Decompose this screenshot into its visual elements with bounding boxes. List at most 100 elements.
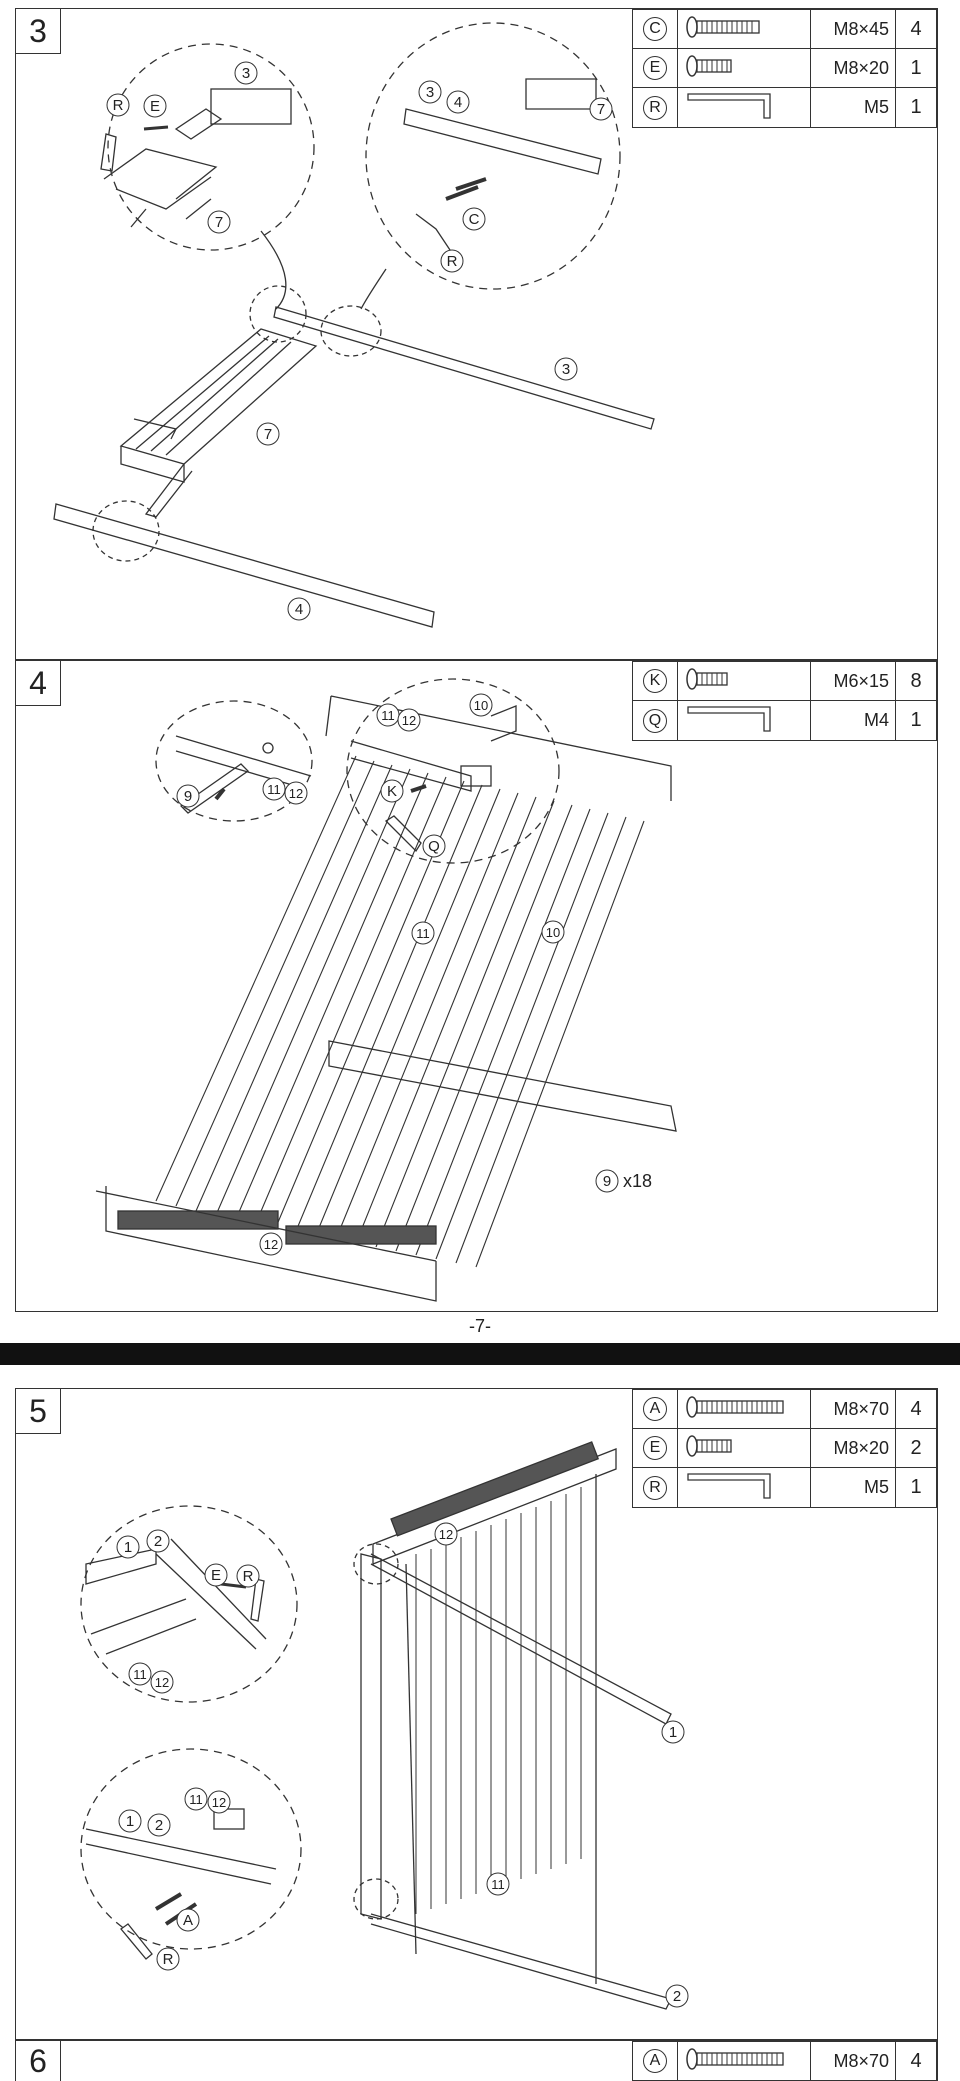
callout-2: 2 — [146, 1529, 170, 1553]
part-size: M8×70 — [810, 2041, 896, 2081]
callout-11: 11 — [262, 777, 286, 801]
part-size: M8×45 — [810, 9, 896, 49]
callout-C: C — [462, 207, 486, 231]
callout-11: 11 — [411, 921, 435, 945]
svg-text:3: 3 — [426, 84, 434, 101]
callout-12: 12 — [207, 1790, 231, 1814]
svg-text:2: 2 — [155, 1817, 163, 1834]
parts-row: A M8×70 4 — [632, 1389, 937, 1429]
short-bolt-icon — [686, 667, 728, 690]
callout-10: 10 — [469, 693, 493, 717]
part-quantity: 8 — [895, 661, 937, 701]
callout-R: R — [156, 1947, 180, 1971]
slat-count-label: x18 — [623, 1171, 652, 1191]
callout-3: 3 — [418, 80, 442, 104]
step-3-diagram: 3 R E 7 3 4 7 C R 3 7 4 — [53, 22, 655, 628]
part-letter: R — [643, 1475, 667, 1500]
part-letter: R — [643, 95, 667, 120]
callout-1: 1 — [118, 1809, 142, 1833]
parts-row: A M8×70 4 — [632, 2041, 937, 2081]
svg-text:12: 12 — [155, 1675, 169, 1690]
callout-4: 4 — [287, 597, 311, 621]
long-bolt-icon — [686, 2047, 784, 2070]
svg-text:12: 12 — [439, 1527, 453, 1542]
callout-11: 11 — [486, 1872, 510, 1896]
parts-table: C M8×45 4 E M8×20 1 R M5 1 — [632, 9, 937, 128]
part-quantity: 1 — [895, 87, 937, 128]
svg-text:11: 11 — [133, 1667, 147, 1682]
part-letter: A — [643, 1397, 667, 1421]
svg-text:12: 12 — [264, 1237, 278, 1252]
part-letter: Q — [643, 708, 667, 733]
long-bolt-icon — [686, 15, 760, 38]
parts-row: E M8×20 1 — [632, 48, 937, 88]
parts-row: C M8×45 4 — [632, 9, 937, 49]
svg-text:10: 10 — [474, 698, 488, 713]
part-letter: A — [643, 2049, 667, 2073]
svg-text:11: 11 — [491, 1877, 505, 1892]
callout-K: K — [380, 779, 404, 803]
svg-text:A: A — [183, 1912, 193, 1929]
callout-3: 3 — [554, 357, 578, 381]
callout-2: 2 — [665, 1984, 689, 2008]
callout-R: R — [106, 93, 130, 117]
parts-table: A M8×70 4 E M8×20 2 R M5 1 — [632, 1389, 937, 1508]
svg-text:7: 7 — [597, 101, 605, 118]
part-letter: E — [643, 1436, 667, 1460]
svg-text:3: 3 — [242, 65, 250, 82]
callout-3: 3 — [234, 61, 258, 85]
part-letter: E — [643, 56, 667, 80]
callout-R: R — [236, 1564, 260, 1588]
step-3-panel: 3 C M8×45 4 E M8×20 1 R M5 1 — [15, 8, 938, 660]
part-quantity: 2 — [895, 1428, 937, 1468]
allen-key-icon — [687, 93, 771, 119]
callout-11: 11 — [184, 1787, 208, 1811]
callout-2: 2 — [147, 1813, 171, 1837]
svg-text:R: R — [163, 1951, 174, 1968]
allen-key-icon — [687, 706, 771, 732]
short-bolt-icon — [686, 1434, 732, 1457]
part-size: M4 — [810, 700, 896, 741]
svg-text:9: 9 — [603, 1173, 611, 1190]
callout-12: 12 — [150, 1670, 174, 1694]
page-number: -7- — [469, 1316, 491, 1336]
part-quantity: 1 — [895, 48, 937, 88]
svg-text:11: 11 — [416, 926, 430, 941]
svg-text:1: 1 — [669, 1724, 677, 1741]
parts-row: R M5 1 — [632, 1467, 937, 1508]
step-5-diagram: 1 2 E R 11 12 1 2 11 12 A R 12 1 11 2 — [80, 1441, 689, 2010]
svg-text:K: K — [387, 783, 397, 800]
svg-text:11: 11 — [267, 782, 281, 797]
callout-7: 7 — [256, 422, 280, 446]
svg-text:12: 12 — [402, 713, 416, 728]
svg-text:9: 9 — [184, 788, 192, 805]
svg-text:12: 12 — [212, 1795, 226, 1810]
svg-text:E: E — [150, 98, 160, 115]
part-letter: K — [643, 669, 667, 693]
callout-12: 12 — [397, 708, 421, 732]
callout-12: 12 — [284, 781, 308, 805]
long-bolt-icon — [686, 1395, 784, 1418]
parts-table: K M6×15 8 Q M4 1 — [632, 661, 937, 741]
svg-text:R: R — [243, 1568, 254, 1585]
parts-row: E M8×20 2 — [632, 1428, 937, 1468]
callout-E: E — [204, 1563, 228, 1587]
step-number: 4 — [16, 661, 61, 706]
callout-1: 1 — [116, 1535, 140, 1559]
parts-row: R M5 1 — [632, 87, 937, 128]
svg-text:1: 1 — [124, 1539, 132, 1556]
step-5-panel: 5 A M8×70 4 E M8×20 2 R M5 1 — [15, 1388, 938, 2040]
parts-row: Q M4 1 — [632, 700, 937, 741]
svg-text:7: 7 — [264, 426, 272, 443]
svg-text:7: 7 — [215, 214, 223, 231]
page-separator — [0, 1343, 960, 1365]
svg-text:11: 11 — [189, 1792, 203, 1807]
svg-text:10: 10 — [546, 925, 560, 940]
part-quantity: 1 — [895, 1467, 937, 1508]
callout-9: 9 — [176, 784, 200, 808]
callout-E: E — [143, 94, 167, 118]
part-quantity: 4 — [895, 2041, 937, 2081]
parts-row: K M6×15 8 — [632, 661, 937, 701]
svg-text:E: E — [211, 1567, 221, 1584]
short-bolt-icon — [686, 54, 732, 77]
